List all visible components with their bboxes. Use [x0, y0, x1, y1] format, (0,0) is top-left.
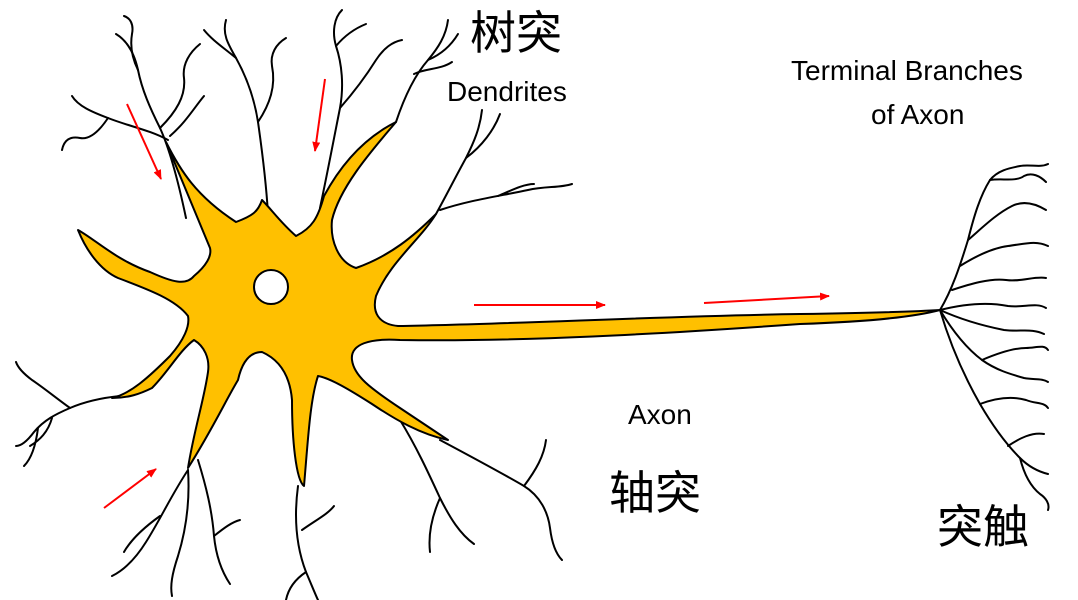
- terminal-branches-label-line1: Terminal Branches: [791, 57, 1023, 85]
- axon-terminal-branches: [940, 164, 1049, 510]
- axon-label-en: Axon: [628, 401, 692, 429]
- signal-arrow: [104, 469, 156, 508]
- nucleus: [254, 270, 288, 304]
- terminal-branches-label-line2: of Axon: [871, 101, 964, 129]
- signal-arrow: [704, 296, 829, 303]
- signal-arrow: [127, 104, 161, 179]
- dendrites-label-zh: 树突: [470, 10, 562, 56]
- axon-label-zh: 轴突: [609, 470, 701, 516]
- dendrites-label-en: Dendrites: [447, 78, 567, 106]
- signal-arrow: [315, 79, 325, 151]
- synapse-label-zh: 突触: [937, 504, 1029, 550]
